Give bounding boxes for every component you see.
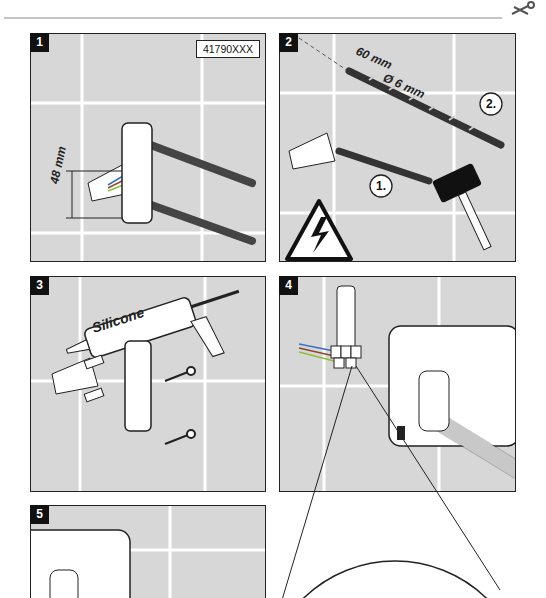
tool-icon — [512, 2, 534, 14]
screw — [165, 372, 188, 381]
step-4-art — [279, 276, 515, 492]
step-panel: 3 — [30, 276, 266, 492]
wall-plug — [84, 388, 104, 402]
model-number-box: 41790XXX — [196, 40, 260, 58]
tile-wall — [30, 33, 266, 262]
hammer — [458, 192, 491, 250]
control-box — [30, 530, 130, 598]
terminal-block — [346, 358, 356, 368]
terminal-block — [331, 346, 361, 368]
voltage-symbol — [311, 217, 329, 253]
rod — [140, 141, 252, 183]
cable-wires — [299, 352, 334, 361]
hammer — [432, 163, 482, 203]
switch — [397, 426, 405, 440]
hammer — [432, 163, 507, 258]
step-2-art — [279, 33, 515, 262]
cable-wires — [299, 344, 334, 361]
wall-plug — [84, 355, 104, 369]
tool-icon — [512, 6, 528, 14]
tool-icon — [528, 2, 534, 8]
callout-circle: 1. — [369, 174, 393, 198]
dimension-line — [66, 218, 122, 219]
step-panel: 4 — [279, 276, 516, 492]
step-1-art — [30, 33, 266, 262]
step-number: 1 — [30, 33, 49, 52]
step-panel: 5 — [30, 505, 266, 598]
tile-grout — [30, 33, 266, 262]
step-panel: 2 2. 1. — [279, 33, 516, 262]
zoom-detail — [260, 366, 526, 598]
silicone-gun — [65, 340, 89, 356]
step-number: 5 — [30, 505, 49, 524]
callout-number: 1. — [369, 174, 393, 198]
leader-line — [282, 366, 352, 598]
screw — [187, 367, 195, 375]
zoom-circle — [264, 561, 526, 598]
callout-circle-shape — [370, 175, 392, 197]
step-number: 3 — [30, 276, 49, 295]
step-3-art — [30, 276, 266, 492]
wall-bracket — [337, 286, 355, 351]
terminal-block — [341, 346, 351, 358]
dimension-line — [66, 171, 122, 172]
silicone-gun — [191, 315, 224, 360]
screw — [165, 435, 188, 444]
drill-bit — [349, 71, 501, 145]
tile-grout — [30, 276, 266, 492]
tile-grout — [279, 33, 515, 262]
model-number: 41790XXX — [203, 43, 253, 55]
terminal-block — [351, 346, 361, 358]
step-number: 2 — [279, 33, 298, 52]
cable-wires — [299, 348, 334, 356]
tile-grout — [453, 33, 456, 262]
leader-line — [356, 366, 500, 590]
screw — [187, 430, 195, 438]
tile-grout — [30, 102, 266, 105]
terminal-block — [334, 358, 344, 368]
wall-opening — [289, 133, 335, 169]
wall-bracket — [125, 341, 151, 431]
dimension-line — [72, 171, 73, 218]
callout-number: 2. — [479, 92, 503, 116]
screw — [165, 367, 195, 444]
header-rule — [4, 18, 502, 19]
valve-body — [50, 570, 78, 598]
step-5-art — [30, 505, 266, 598]
valve-body — [419, 371, 449, 431]
callout-circle-shape — [480, 93, 502, 115]
tile-wall — [30, 276, 266, 492]
tile-grout — [204, 276, 207, 492]
terminal-block — [331, 346, 341, 358]
wall-bracket — [122, 123, 152, 223]
tile-wall — [279, 33, 515, 262]
silicone-gun — [191, 291, 239, 306]
warning-triangle — [287, 201, 351, 259]
callout-circle: 2. — [479, 92, 503, 116]
drill-axis — [299, 38, 354, 75]
dimension-line — [66, 171, 122, 218]
tile-grout — [81, 33, 84, 262]
step-number: 4 — [279, 276, 298, 295]
rod — [140, 201, 252, 241]
